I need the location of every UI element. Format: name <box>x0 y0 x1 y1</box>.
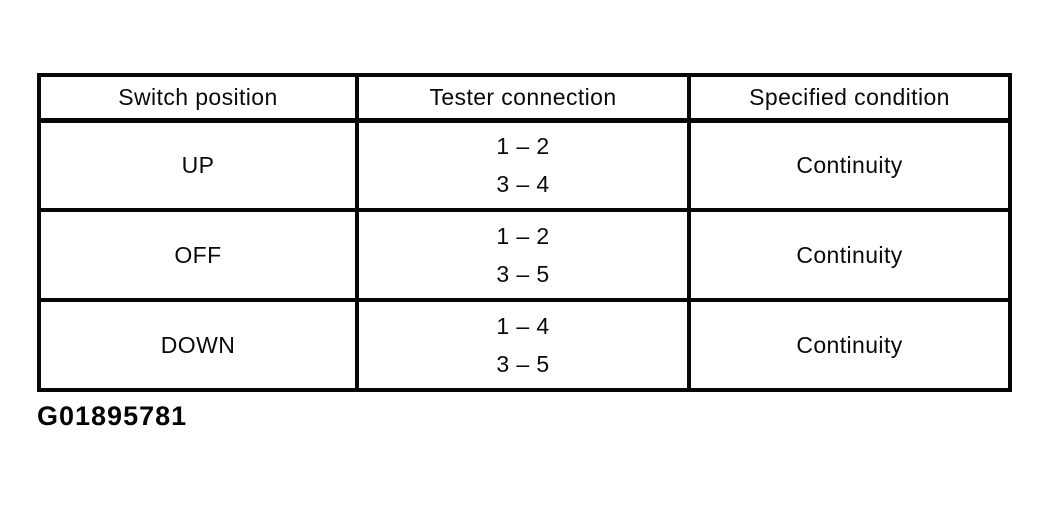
specified-condition-cell: Continuity <box>687 118 1012 212</box>
tester-connection-pair: 3 – 4 <box>496 171 550 198</box>
col-header-switch-position: Switch position <box>37 73 359 123</box>
switch-position-cell: OFF <box>37 208 359 302</box>
switch-position-cell: DOWN <box>37 298 359 392</box>
col-header-tester-connection: Tester connection <box>355 73 691 123</box>
figure-id-label: G01895781 <box>37 401 188 431</box>
table-row-up: UP 1 – 2 3 – 4 Continuity <box>37 118 1012 212</box>
table-header-row: Switch position Tester connection Specif… <box>37 73 1012 123</box>
switch-position-cell: UP <box>37 118 359 212</box>
tester-connection-pair: 3 – 5 <box>496 261 550 287</box>
tester-connection-pair: 1 – 2 <box>496 133 550 160</box>
tester-connection-pair: 1 – 2 <box>496 223 550 249</box>
tester-connection-cell: 1 – 2 3 – 4 <box>355 118 691 212</box>
tester-connection-pair: 3 – 5 <box>496 351 550 377</box>
col-header-specified-condition: Specified condition <box>687 73 1012 123</box>
tester-connection-cell: 1 – 2 3 – 5 <box>355 208 691 302</box>
tester-connection-cell: 1 – 4 3 – 5 <box>355 298 691 392</box>
continuity-spec-table: Switch position Tester connection Specif… <box>37 73 1012 392</box>
specified-condition-cell: Continuity <box>687 208 1012 302</box>
table-row-off: OFF 1 – 2 3 – 5 Continuity <box>37 208 1012 302</box>
table-row-down: DOWN 1 – 4 3 – 5 Continuity <box>37 298 1012 392</box>
specified-condition-cell: Continuity <box>687 298 1012 392</box>
tester-connection-pair: 1 – 4 <box>496 313 550 339</box>
